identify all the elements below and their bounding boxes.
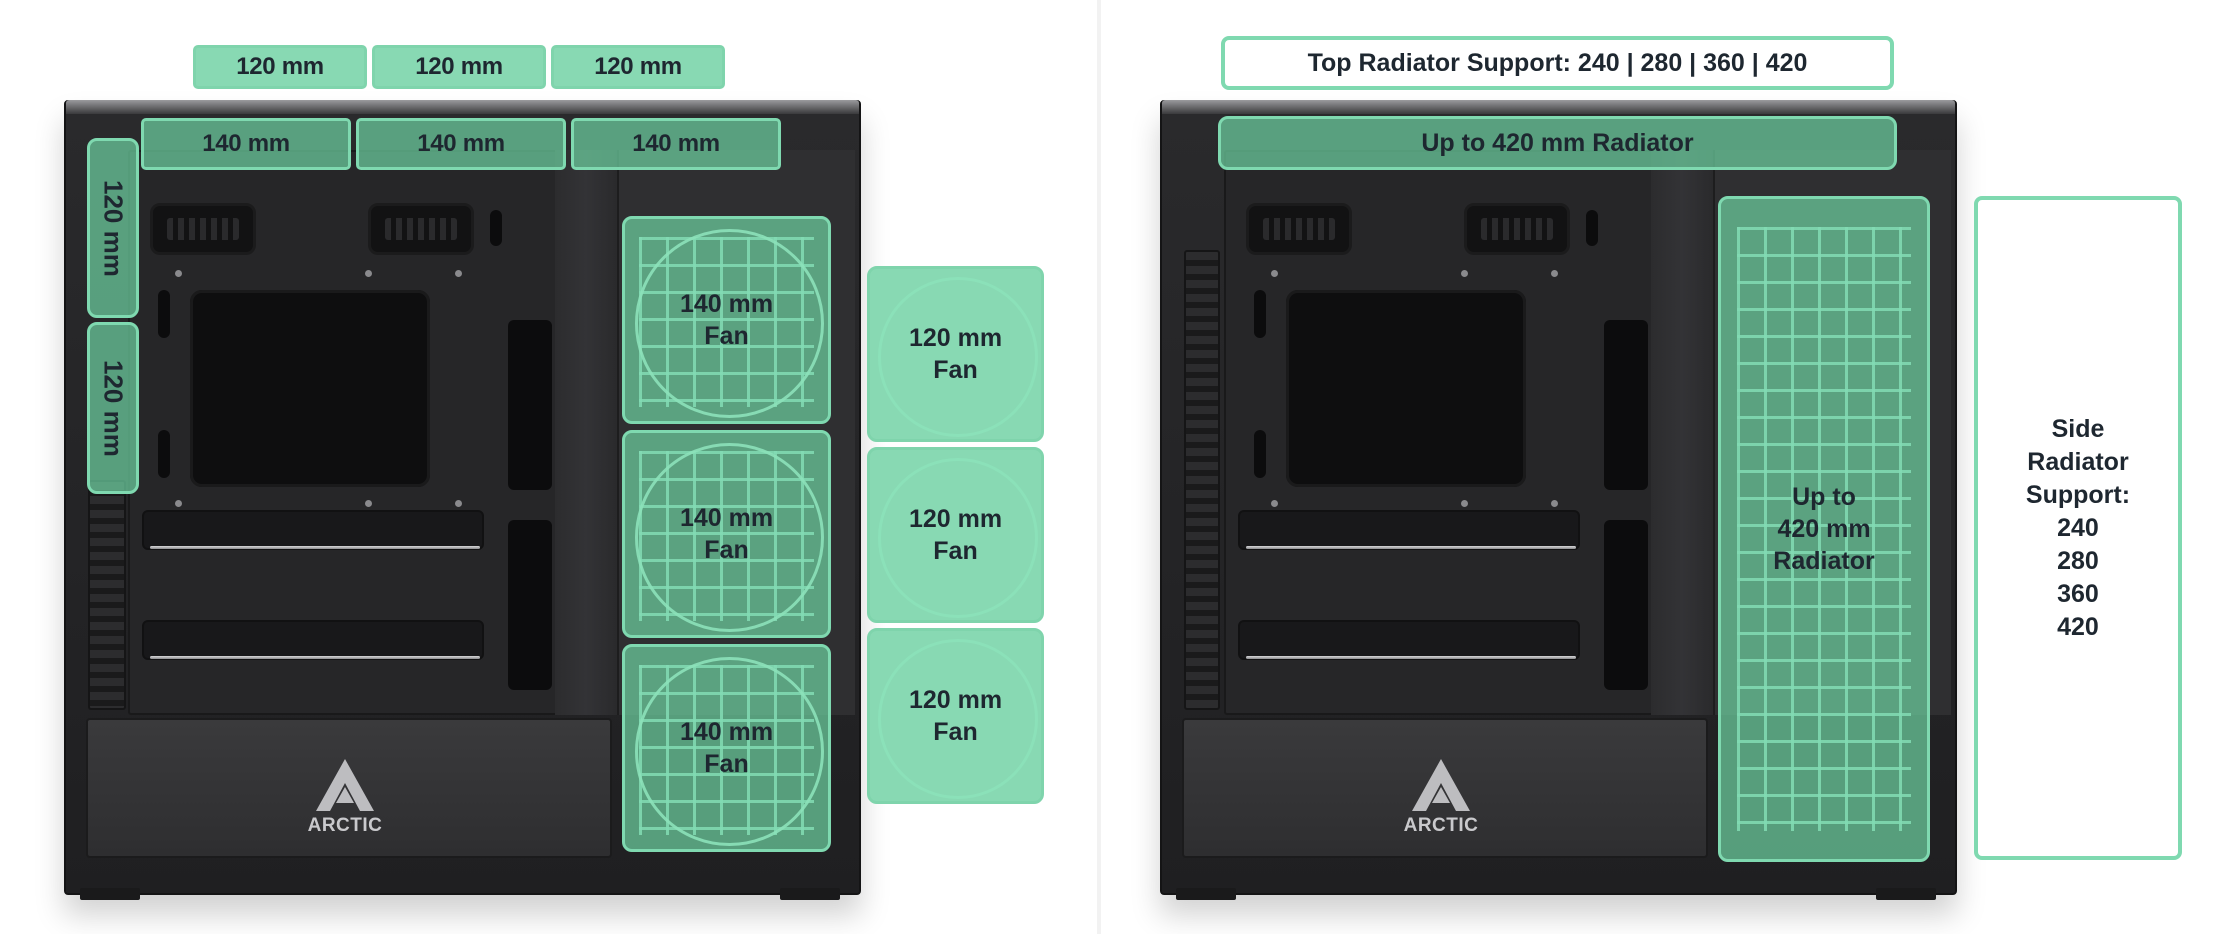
fan-label: 140 mm Fan [679, 718, 774, 778]
arctic-triangle-icon [316, 759, 374, 811]
top-radiator-slot: Up to 420 mm Radiator [1218, 116, 1897, 170]
fan-label: 120 mm Fan [908, 505, 1003, 565]
support-line: 240 [2057, 513, 2099, 542]
center-pillar [1651, 150, 1713, 715]
left-panel: ARCTIC 120 mm 120 mm 120 mm 140 mm 140 m… [0, 0, 1100, 934]
support-line: Support: [2025, 480, 2131, 509]
support-line: 280 [2057, 546, 2099, 575]
right-panel: ARCTIC Top Radiator Support: 240 | 280 |… [1100, 0, 2230, 934]
top-radiator-support-text: Top Radiator Support: 240 | 280 | 360 | … [1307, 48, 1808, 77]
top-fan-140-slot: 140 mm [571, 118, 781, 170]
side-radiator-support-text: Side Radiator Support: 240 280 360 420 [2026, 413, 2130, 644]
side-fan-140-slot: 140 mm Fan [622, 430, 831, 638]
screw [365, 270, 372, 277]
center-pillar [555, 150, 617, 715]
support-line: 360 [2057, 579, 2099, 608]
cpu-cutout [190, 290, 430, 487]
rail-highlight [1246, 656, 1576, 659]
case-foot-right [780, 888, 840, 900]
cable-slot [1586, 210, 1598, 246]
side-fan-120-slot: 120 mm Fan [867, 628, 1044, 804]
front-fan-120-slot: 120 mm [87, 138, 139, 318]
cable-slot [1604, 520, 1648, 690]
screw [1271, 500, 1278, 507]
fan-size-label: 120 mm [594, 53, 682, 80]
arctic-logo-text: ARCTIC [307, 815, 383, 836]
cable-slot [1254, 290, 1266, 338]
mount-rail [1238, 620, 1580, 660]
screw [1461, 500, 1468, 507]
case-foot-left [1176, 888, 1236, 900]
cable-grommet [1246, 203, 1352, 255]
side-fan-140-slot: 140 mm Fan [622, 216, 831, 424]
fan-size-label: 140 mm [632, 130, 720, 157]
screw [1551, 270, 1558, 277]
fan-size-label: 140 mm [417, 130, 505, 157]
cable-grommet [150, 203, 256, 255]
fan-size-label: 120 mm [98, 179, 129, 277]
screw [365, 500, 372, 507]
support-line: Side [2051, 414, 2105, 443]
cable-slot [158, 430, 170, 478]
arctic-logo: ARCTIC [1386, 757, 1496, 837]
screw [1271, 270, 1278, 277]
cable-grommet [1464, 203, 1570, 255]
fan-label: 140 mm Fan [679, 290, 774, 350]
top-fan-120-slot: 120 mm [551, 45, 725, 89]
screw [455, 270, 462, 277]
rail-highlight [150, 656, 480, 659]
top-fan-120-slot: 120 mm [372, 45, 546, 89]
fan-label: 140 mm Fan [679, 504, 774, 564]
mount-rail [142, 510, 484, 550]
screw [1461, 270, 1468, 277]
support-line: 420 [2057, 612, 2099, 641]
rail-highlight [150, 546, 480, 549]
fan-size-label: 120 mm [98, 359, 129, 457]
fan-size-label: 140 mm [202, 130, 290, 157]
front-vent-strip [88, 480, 126, 710]
cable-slot [158, 290, 170, 338]
case-foot-left [80, 888, 140, 900]
case-top-panel [66, 100, 859, 114]
fan-size-label: 120 mm [236, 53, 324, 80]
side-fan-120-slot: 120 mm Fan [867, 266, 1044, 442]
top-fan-140-slot: 140 mm [356, 118, 566, 170]
mount-rail [1238, 510, 1580, 550]
top-fan-120-slot: 120 mm [193, 45, 367, 89]
arctic-logo: ARCTIC [290, 757, 400, 837]
support-line: Radiator [2027, 447, 2129, 476]
screw [175, 500, 182, 507]
case-top-panel [1162, 100, 1955, 114]
case-foot-right [1876, 888, 1936, 900]
panel-divider [1097, 0, 1101, 934]
screw [455, 500, 462, 507]
side-radiator-label: Up to 420 mm Radiator [1773, 483, 1875, 575]
cable-grommet [368, 203, 474, 255]
side-fan-140-slot: 140 mm Fan [622, 644, 831, 852]
cable-slot [508, 520, 552, 690]
top-radiator-support-label: Top Radiator Support: 240 | 280 | 360 | … [1221, 36, 1894, 90]
cpu-cutout [1286, 290, 1526, 487]
side-radiator-slot: Up to 420 mm Radiator [1718, 196, 1930, 862]
cable-slot [508, 320, 552, 490]
front-fan-120-slot: 120 mm [87, 322, 139, 494]
top-fan-140-slot: 140 mm [141, 118, 351, 170]
side-radiator-support-label: Side Radiator Support: 240 280 360 420 [1974, 196, 2182, 860]
front-vent-strip [1184, 250, 1220, 710]
fan-size-label: 120 mm [415, 53, 503, 80]
arctic-triangle-icon [1412, 759, 1470, 811]
rail-highlight [1246, 546, 1576, 549]
arctic-logo-text: ARCTIC [1403, 815, 1479, 836]
mount-rail [142, 620, 484, 660]
cable-slot [490, 210, 502, 246]
screw [1551, 500, 1558, 507]
fan-label: 120 mm Fan [908, 324, 1003, 384]
cable-slot [1604, 320, 1648, 490]
cable-slot [1254, 430, 1266, 478]
screw [175, 270, 182, 277]
top-radiator-label: Up to 420 mm Radiator [1421, 128, 1694, 157]
fan-label: 120 mm Fan [908, 686, 1003, 746]
side-fan-120-slot: 120 mm Fan [867, 447, 1044, 623]
